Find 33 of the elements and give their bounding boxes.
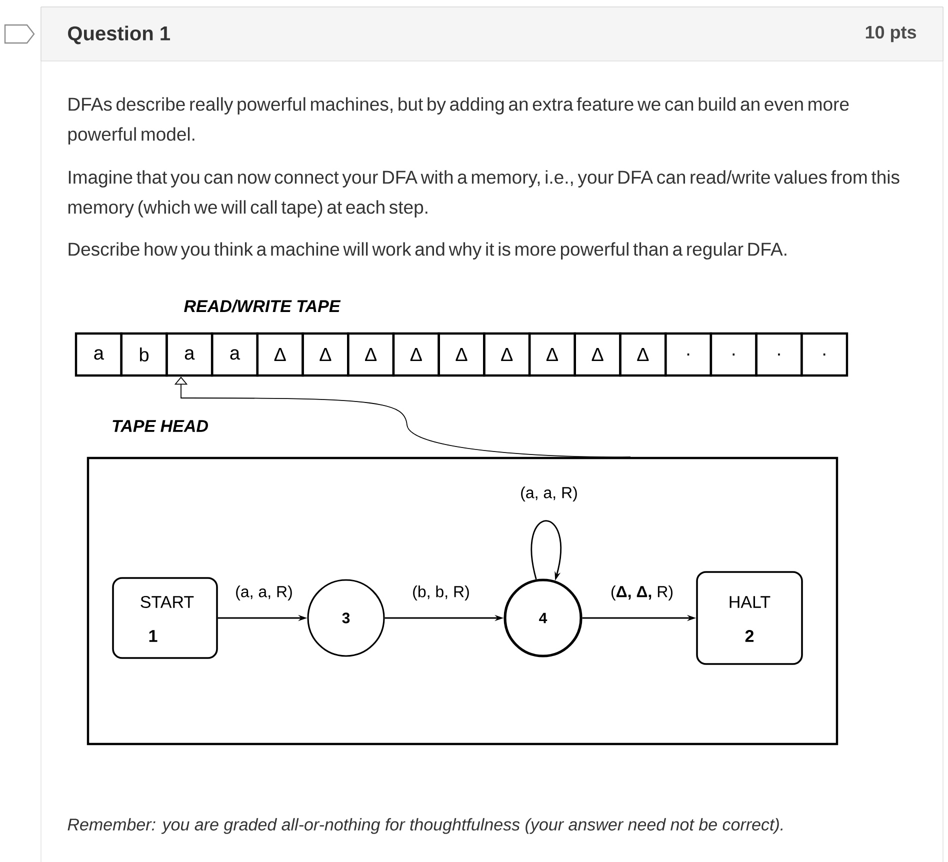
tape-cell: Δ <box>347 332 395 377</box>
question-text: DFAs describe really powerful machines, but by adding an extra feature we can build an even more powerful model. <box>68 97 849 144</box>
edge-label: (Δ, Δ, R) <box>610 584 674 602</box>
tape-cell: Δ <box>574 332 622 377</box>
arrow <box>174 376 631 458</box>
tape-cell: Δ <box>438 332 486 377</box>
tape-cell: Δ <box>256 332 304 377</box>
tape-cell: . <box>710 332 758 377</box>
state-box: START 1 <box>112 577 218 659</box>
tape-cell: . <box>664 332 712 377</box>
tape-cell: Δ <box>619 332 667 377</box>
tape-cell: a <box>210 332 259 377</box>
tape-cell: b <box>120 332 168 377</box>
tape-head-label: TAPE HEAD <box>112 420 208 432</box>
tape-cell: Δ <box>392 332 440 377</box>
question-title: Question 1 <box>68 26 170 44</box>
tape-cell: a <box>74 332 122 377</box>
tape-cell: Δ <box>528 332 576 377</box>
edge-label: (a, a, R) <box>519 486 579 502</box>
tape-cell: Δ <box>302 332 350 377</box>
machine-frame <box>86 456 838 746</box>
remark-text: Remember: you are graded all-or-nothing for thoughtfulness (your answer need not be correct). <box>68 818 783 834</box>
tape-title: READ/WRITE TAPE <box>184 300 341 312</box>
edge-label: (b, b, R) <box>411 584 471 602</box>
question-text: Describe how you think a machine will work and why it is more powerful than a regular DFA. <box>68 242 786 260</box>
tape-cell: Δ <box>483 332 531 377</box>
question-text: Imagine that you can now connect your DFA with a memory, i.e., your DFA can read/write values from this memory (which we will call tape) at each step. <box>68 170 900 218</box>
tape-cell: . <box>800 332 848 377</box>
tape-cell: a <box>166 332 214 377</box>
tape-cell: . <box>755 332 803 377</box>
edge-label: (a, a, R) <box>234 584 294 602</box>
points-label: 10 pts <box>866 26 916 42</box>
state-box: HALT 2 <box>696 571 803 665</box>
